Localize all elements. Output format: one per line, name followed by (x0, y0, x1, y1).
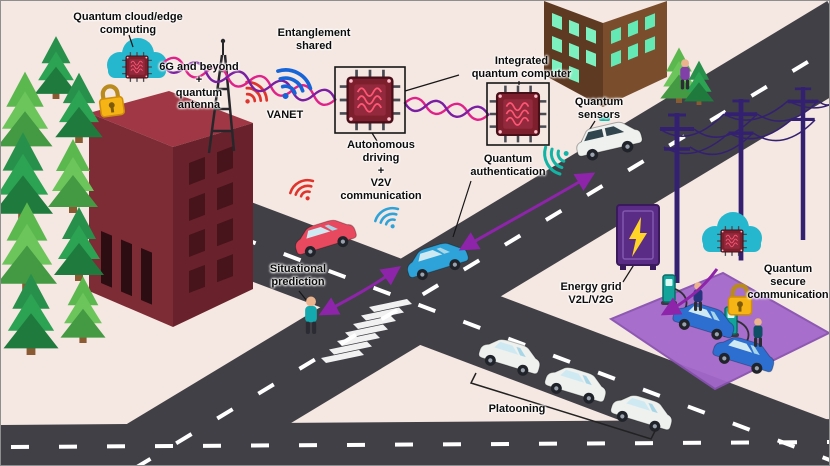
energy-grid-cabinet (616, 204, 660, 270)
charger-cable-2 (736, 320, 750, 342)
red-car-wifi-icon (286, 175, 322, 208)
quantum-chip-icon-2 (488, 84, 548, 144)
blue-car-wifi-icon (371, 203, 407, 236)
padlock-icon (98, 85, 125, 117)
quantum-chip-icon-1 (338, 68, 402, 132)
charger-icon-1 (660, 274, 678, 306)
arrow-secure-charging (660, 268, 719, 316)
chip-annotation-box-1 (334, 66, 406, 134)
maroon-building (89, 91, 253, 327)
lane-dashes-3 (10, 440, 829, 449)
power-wires (659, 100, 829, 156)
chip-annotation-box-2 (486, 82, 550, 146)
brown-building (544, 1, 667, 107)
antenna-signal-icon (234, 76, 272, 114)
power-transmission-lines (659, 87, 829, 283)
building-windows-left (101, 231, 152, 305)
building-windows-right (189, 146, 233, 293)
brown-building-windows-right (611, 13, 655, 67)
brown-building-windows-left (552, 13, 596, 83)
platoon-bracket (469, 372, 657, 440)
road-bottom (1, 419, 829, 465)
road-northeast-southwest (105, 1, 829, 465)
roof-sensor-unit (599, 115, 610, 121)
arrow-authentication (458, 172, 596, 251)
flow-arrows (318, 172, 719, 316)
lightning-bolt-icon (629, 217, 647, 257)
antenna-icon (207, 38, 272, 154)
arrow-situational-prediction (318, 266, 401, 316)
cloud-quantum-chip-icon (121, 51, 153, 83)
cloud-quantum-chip-icon-2 (716, 225, 748, 257)
